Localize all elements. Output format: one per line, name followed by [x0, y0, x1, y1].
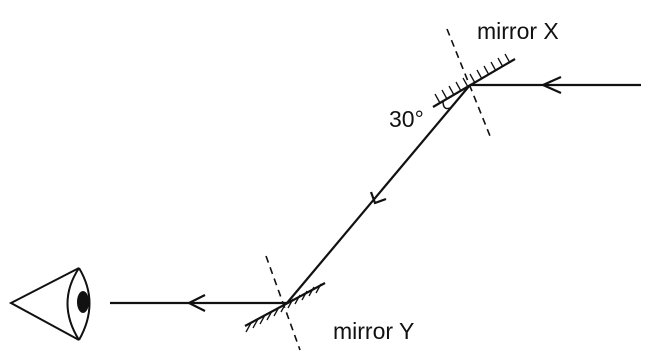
incoming-ray: [470, 75, 641, 95]
mirror-y: [244, 255, 326, 351]
middle-ray-arrow: [369, 191, 387, 205]
angle-label: 30°: [389, 106, 424, 132]
angle-arc: [442, 100, 453, 110]
mirror-y-normal: [265, 255, 301, 351]
incoming-ray-arrow: [540, 75, 562, 95]
outgoing-ray: [110, 294, 287, 312]
mirror-y-hatching: [245, 283, 322, 333]
eye-pupil: [77, 291, 89, 313]
mirror-y-label: mirror Y: [333, 318, 414, 344]
eye-icon: [8, 267, 91, 341]
outgoing-ray-arrow: [186, 294, 206, 312]
mirror-x-hatching: [434, 53, 511, 104]
mirror-x: [432, 28, 516, 137]
mirror-x-normal: [446, 28, 491, 137]
mirror-x-label: mirror X: [477, 18, 559, 44]
middle-ray: [286, 84, 471, 304]
